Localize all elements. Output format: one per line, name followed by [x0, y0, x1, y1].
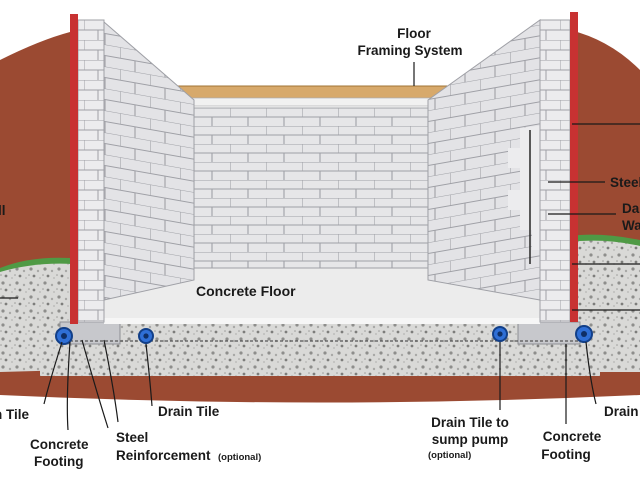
label-concrete-footing-right-1: Concrete	[543, 429, 602, 444]
label-drain-right-partial: Drain	[604, 404, 639, 419]
label-left-edge-partial: ll	[0, 203, 6, 218]
label-drain-sump-2: sump pump	[432, 432, 509, 447]
label-steel-1: Steel	[116, 430, 148, 445]
back-wall	[193, 107, 429, 269]
label-concrete-footing-right-2: Footing	[541, 447, 590, 462]
label-steel-2: Reinforcement	[116, 448, 211, 463]
front-wall-right-edge	[539, 19, 571, 323]
drain-tiles	[55, 325, 593, 345]
front-wall-left-edge	[77, 19, 105, 323]
label-floor-line2: Framing System	[357, 43, 462, 58]
floor-framing-joist	[172, 85, 452, 107]
label-steel-right-partial: Steel	[610, 175, 640, 190]
label-drain-tile-mid: Drain Tile	[158, 404, 220, 419]
vapor-barrier	[70, 12, 578, 324]
label-damp-right-partial-2: Wa	[622, 218, 640, 233]
left-side-wall	[103, 20, 195, 301]
label-drain-sump-1: Drain Tile to	[431, 415, 509, 430]
label-damp-right-partial-1: Da	[622, 201, 640, 216]
label-drain-sump-optional: (optional)	[428, 450, 471, 461]
label-drain-tile-left: n Tile	[0, 407, 30, 422]
label-concrete-floor: Concrete Floor	[196, 283, 296, 299]
diagram-labels: Floor Framing System Concrete Floor ll n…	[0, 26, 640, 469]
label-concrete-footing-left-2: Footing	[34, 454, 83, 469]
concrete-floor-slab	[103, 267, 541, 324]
label-floor-line1: Floor	[397, 26, 431, 41]
label-steel-optional: (optional)	[218, 452, 261, 463]
label-concrete-footing-left-1: Concrete	[30, 437, 89, 452]
leader-lines	[0, 62, 640, 431]
